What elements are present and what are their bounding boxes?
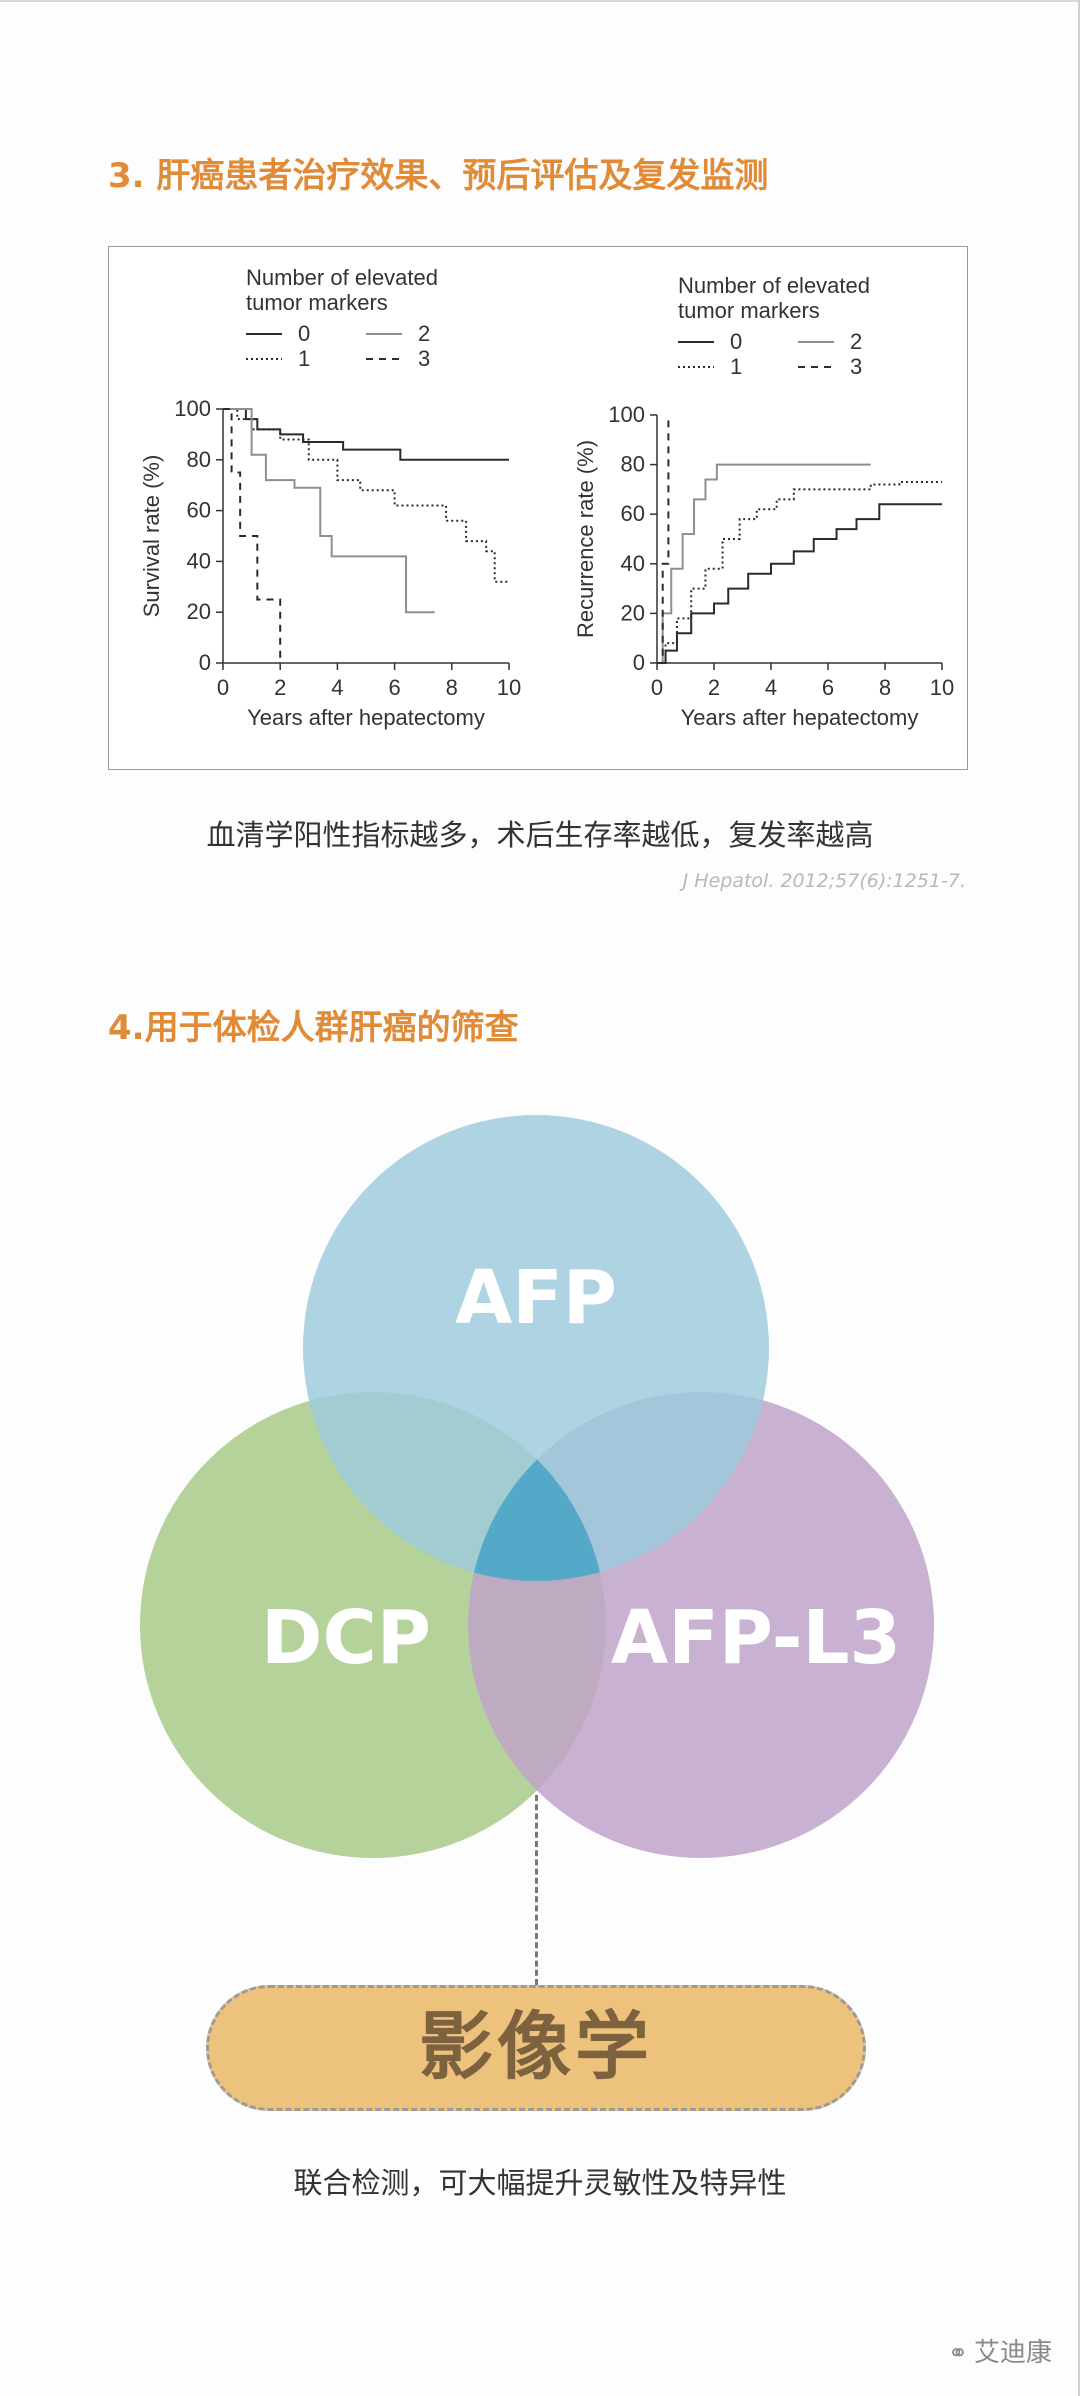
- y-tick-label: 60: [621, 501, 645, 526]
- series-line-1: [223, 408, 509, 583]
- x-tick-label: 8: [879, 675, 891, 700]
- legend-item-label: 1: [730, 354, 742, 379]
- legend-item-label: 1: [298, 346, 310, 371]
- x-tick-label: 2: [708, 675, 720, 700]
- x-tick-label: 6: [388, 675, 400, 700]
- wechat-icon: ⚭: [947, 2339, 968, 2367]
- legend-title-line: Number of elevated: [246, 265, 438, 290]
- watermark-text: 艾迪康: [973, 2338, 1052, 2368]
- legend-item-label: 2: [418, 321, 430, 346]
- y-tick-label: 100: [608, 402, 645, 427]
- chart-caption: 血清学阳性指标越多，术后生存率越低，复发率越高: [206, 818, 874, 852]
- dcp-label: DCP: [261, 1595, 431, 1681]
- legend-item-label: 2: [850, 329, 862, 354]
- x-tick-label: 10: [497, 675, 521, 700]
- y-axis-label: Recurrence rate (%): [573, 440, 598, 638]
- legend-item-label: 3: [418, 346, 430, 371]
- x-axis-label: Years after hepatectomy: [247, 705, 485, 730]
- legend-title-line: tumor markers: [246, 290, 388, 315]
- x-axis-label: Years after hepatectomy: [681, 705, 919, 730]
- series-line-0: [223, 408, 509, 461]
- y-tick-label: 20: [187, 599, 211, 624]
- series-line-1: [657, 480, 942, 664]
- brand-watermark: ⚭艾迪康: [948, 2332, 1052, 2369]
- top-divider: [0, 0, 1080, 2]
- x-tick-label: 0: [651, 675, 663, 700]
- y-tick-label: 100: [174, 396, 211, 421]
- combined-detection-caption: 联合检测，可大幅提升灵敏性及特异性: [293, 2166, 787, 2200]
- y-tick-label: 80: [621, 452, 645, 477]
- section-4-title: 4.用于体检人群肝癌的筛查: [108, 1008, 519, 1048]
- legend-item-label: 0: [298, 321, 310, 346]
- x-tick-label: 6: [822, 675, 834, 700]
- y-tick-label: 20: [621, 600, 645, 625]
- y-tick-label: 40: [187, 548, 211, 573]
- y-tick-label: 0: [199, 650, 211, 675]
- section-3-title: 3. 肝癌患者治疗效果、预后评估及复发监测: [108, 156, 769, 196]
- afp-circle: [303, 1115, 769, 1581]
- legend-title-line: tumor markers: [678, 298, 820, 323]
- reference-citation: J Hepatol. 2012;57(6):1251-7.: [682, 870, 966, 892]
- y-tick-label: 0: [633, 650, 645, 675]
- y-axis-label: Survival rate (%): [139, 455, 164, 618]
- x-tick-label: 4: [765, 675, 777, 700]
- right-divider: [1078, 0, 1080, 2396]
- venn-diagram: [140, 1115, 934, 1858]
- x-tick-label: 4: [331, 675, 343, 700]
- imaging-label: 影像学: [419, 2004, 653, 2090]
- series-line-0: [657, 503, 942, 664]
- series-line-2: [657, 463, 871, 664]
- x-tick-label: 10: [930, 675, 954, 700]
- x-tick-label: 2: [274, 675, 286, 700]
- imaging-badge: 影像学: [206, 1985, 866, 2111]
- y-tick-label: 60: [187, 498, 211, 523]
- y-tick-label: 80: [187, 447, 211, 472]
- legend-title-line: Number of elevated: [678, 273, 870, 298]
- dashed-connector: [535, 1795, 538, 1985]
- afp-label: AFP: [454, 1255, 618, 1341]
- legend-item-label: 3: [850, 354, 862, 379]
- series-line-3: [223, 408, 282, 663]
- x-tick-label: 0: [217, 675, 229, 700]
- y-tick-label: 40: [621, 551, 645, 576]
- afp-l3-label: AFP-L3: [610, 1595, 902, 1681]
- x-tick-label: 8: [446, 675, 458, 700]
- series-line-3: [657, 415, 670, 664]
- series-line-2: [223, 408, 435, 614]
- legend-item-label: 0: [730, 329, 742, 354]
